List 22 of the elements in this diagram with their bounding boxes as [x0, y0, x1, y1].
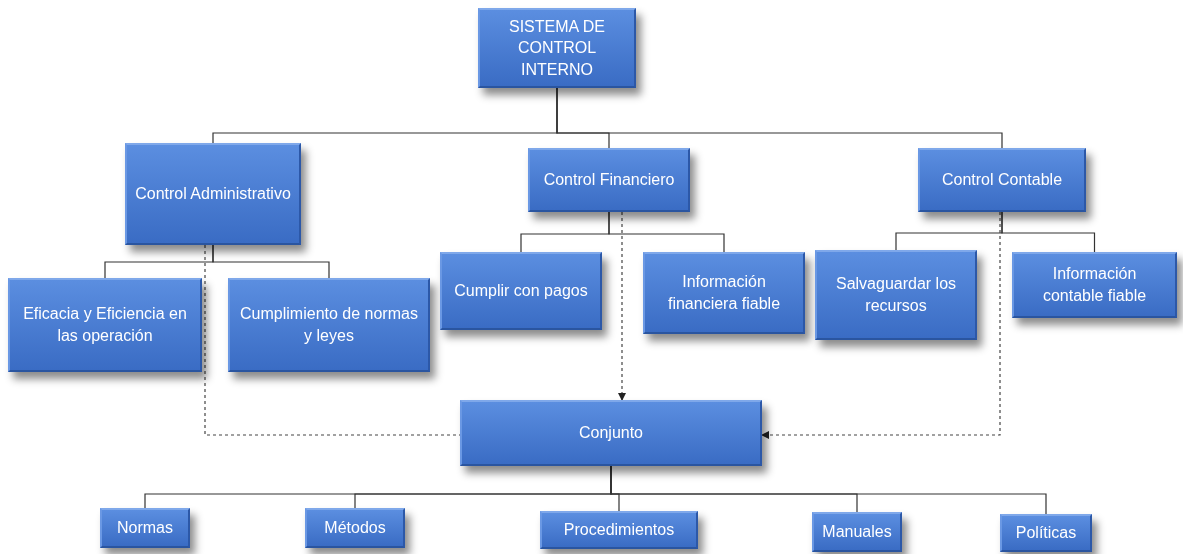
process-box: Métodos	[305, 508, 405, 548]
process-box: Salvaguardar los recursos	[815, 250, 977, 340]
process-box: Procedimientos	[540, 511, 698, 549]
process-box: Control Contable	[918, 148, 1086, 212]
dashed-arrow	[761, 211, 1001, 439]
process-box: Control Financiero	[528, 148, 690, 212]
process-box: Eficacia y Eficiencia en las operación	[8, 278, 202, 372]
process-box: Control Administrativo	[125, 143, 301, 245]
connector-line	[212, 244, 330, 279]
dashed-arrow	[618, 211, 626, 401]
process-box: Información financiera fiable	[643, 252, 805, 334]
process-box: SISTEMA DE CONTROL INTERNO	[478, 8, 636, 88]
process-box: Conjunto	[460, 400, 762, 466]
process-box: Cumplir con pagos	[440, 252, 602, 330]
connector-line	[556, 87, 1003, 149]
process-box: Políticas	[1000, 514, 1092, 552]
process-box: Normas	[100, 508, 190, 548]
connector-line	[1001, 211, 1096, 253]
process-box: Información contable fiable	[1012, 252, 1177, 318]
connector-line	[608, 211, 725, 253]
process-box: Cumplimiento de normas y leyes	[228, 278, 430, 372]
process-box: Manuales	[812, 512, 902, 552]
